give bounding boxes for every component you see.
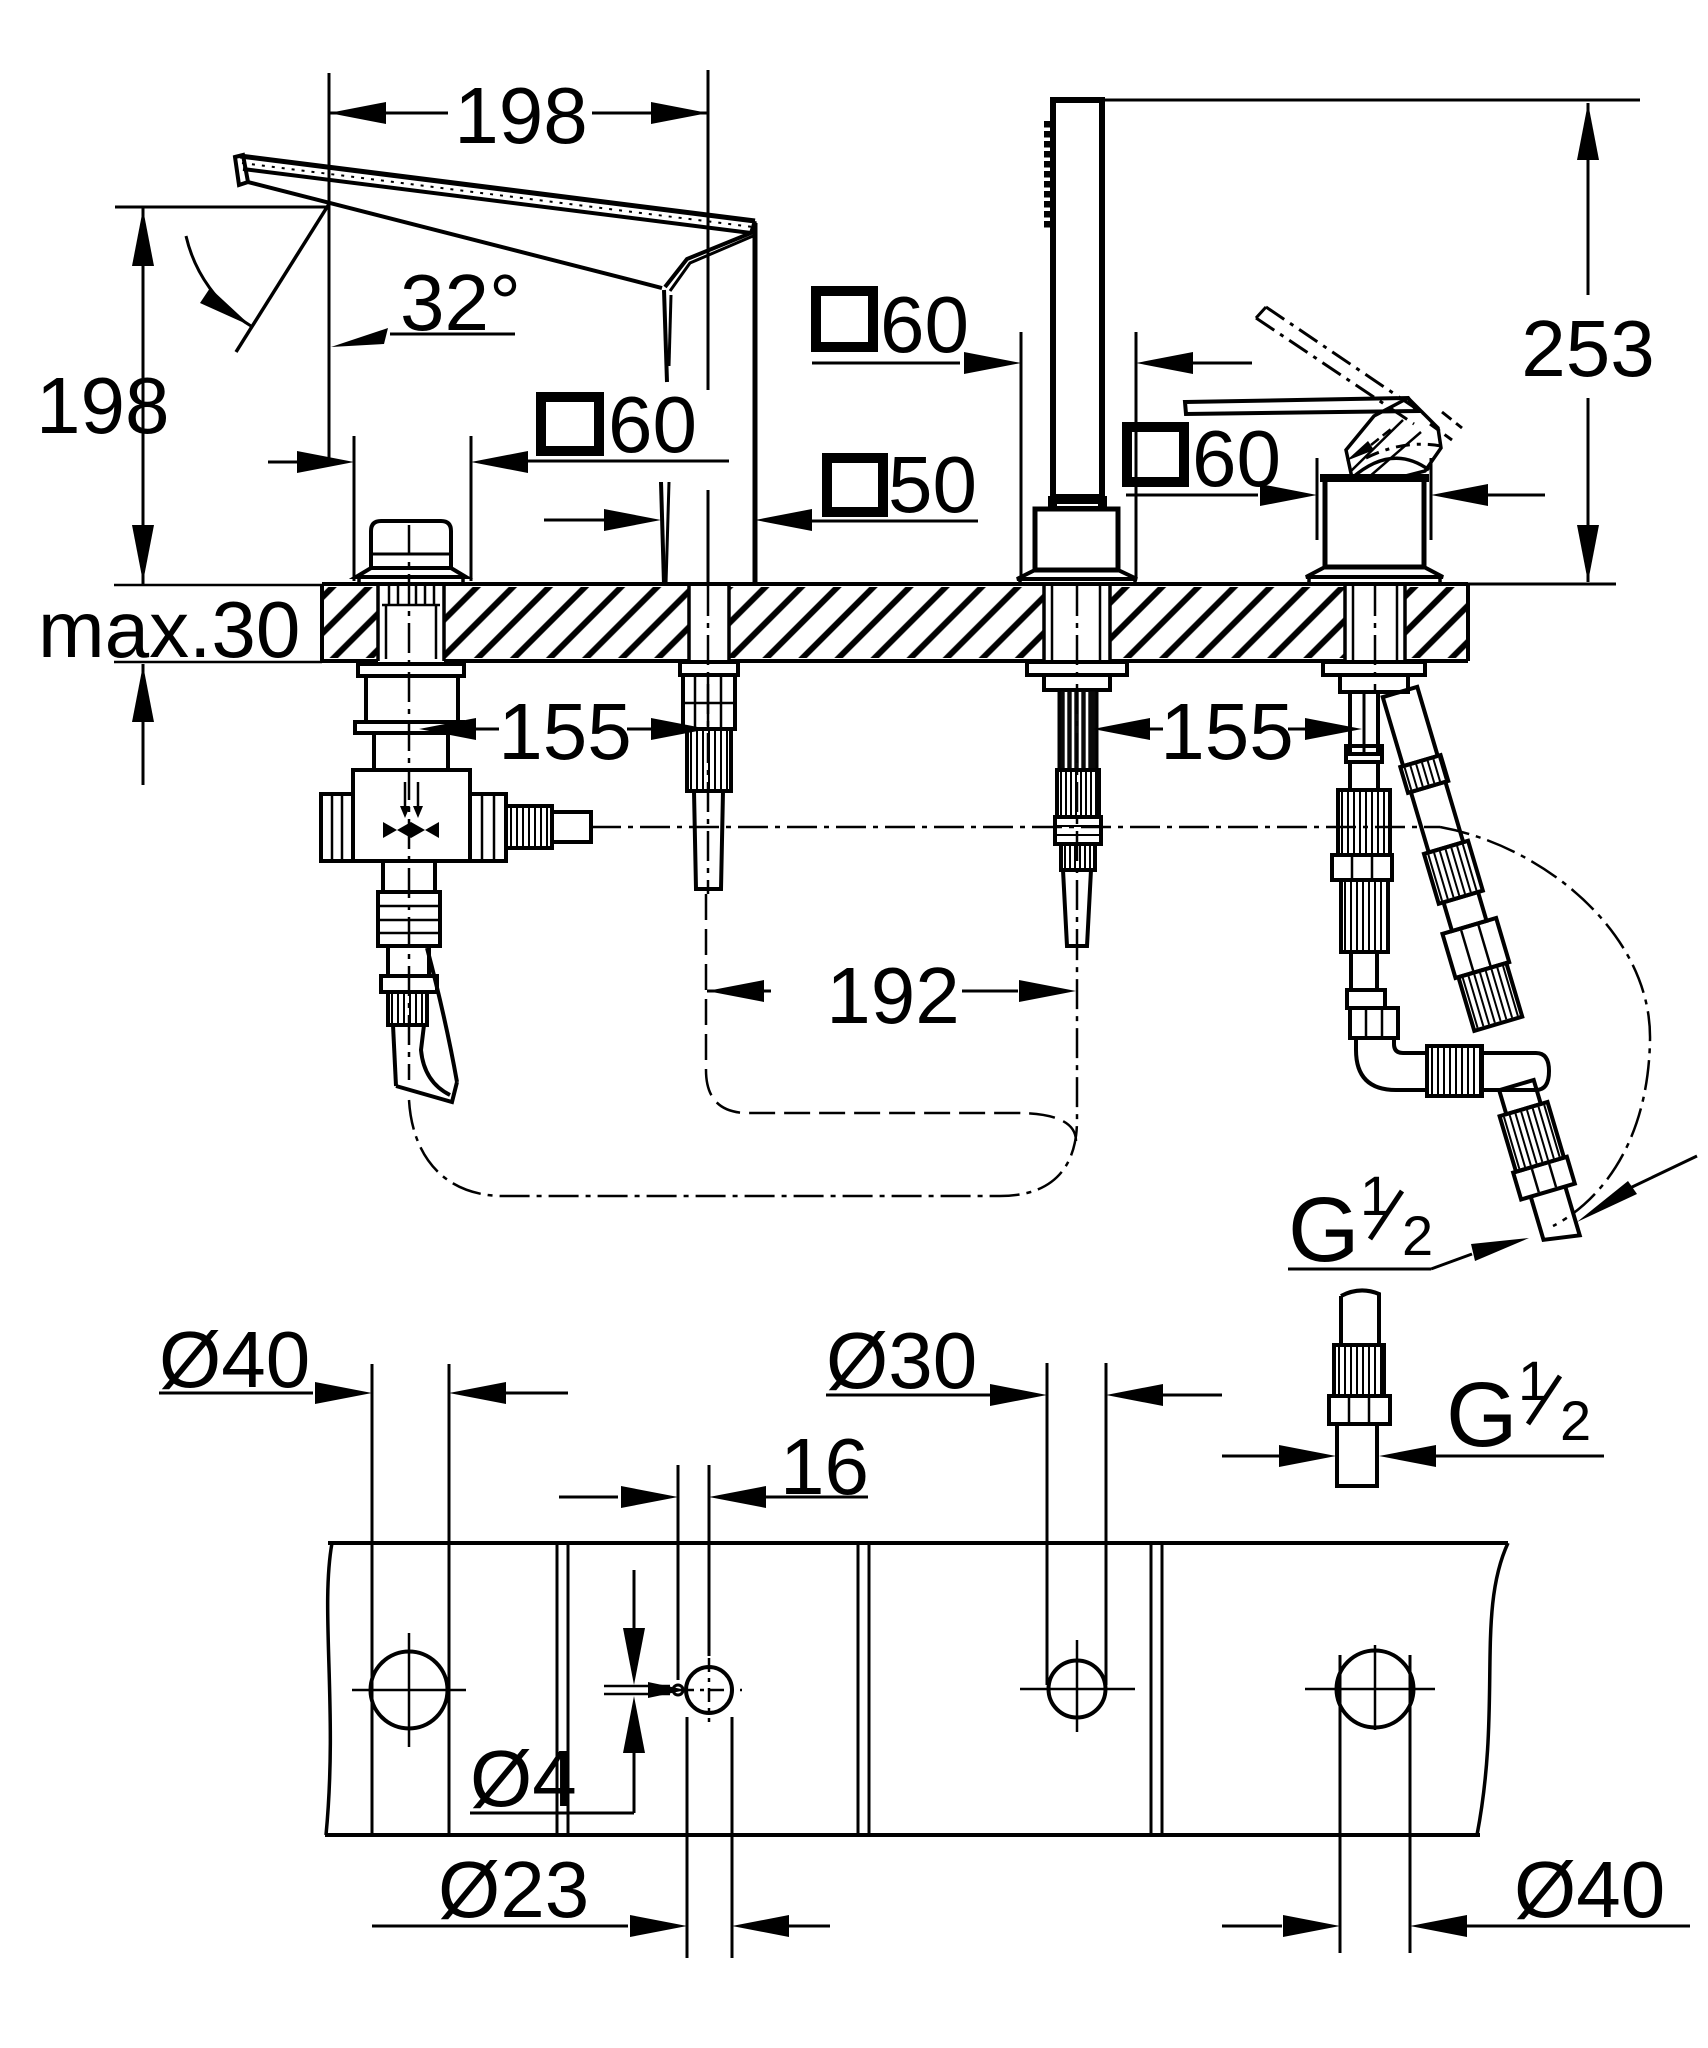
svg-text:198: 198 <box>454 71 587 160</box>
svg-text:50: 50 <box>888 440 977 529</box>
svg-text:Ø4: Ø4 <box>470 1734 577 1823</box>
svg-text:155: 155 <box>1160 687 1293 776</box>
svg-text:32°: 32° <box>400 258 521 347</box>
svg-text:198: 198 <box>36 361 169 450</box>
svg-text:2: 2 <box>1402 1204 1433 1267</box>
svg-text:155: 155 <box>498 687 631 776</box>
svg-text:Ø30: Ø30 <box>826 1316 977 1405</box>
svg-text:max.30: max.30 <box>38 585 300 674</box>
svg-text:16: 16 <box>780 1422 869 1511</box>
svg-text:192: 192 <box>826 951 959 1040</box>
svg-text:Ø23: Ø23 <box>438 1845 589 1934</box>
svg-text:60: 60 <box>880 280 969 369</box>
svg-text:G: G <box>1446 1364 1518 1466</box>
svg-text:G: G <box>1288 1179 1360 1281</box>
svg-text:2: 2 <box>1560 1389 1591 1452</box>
svg-text:60: 60 <box>608 380 697 469</box>
svg-text:253: 253 <box>1521 304 1654 393</box>
svg-text:Ø40: Ø40 <box>1514 1845 1665 1934</box>
svg-text:Ø40: Ø40 <box>159 1315 310 1404</box>
